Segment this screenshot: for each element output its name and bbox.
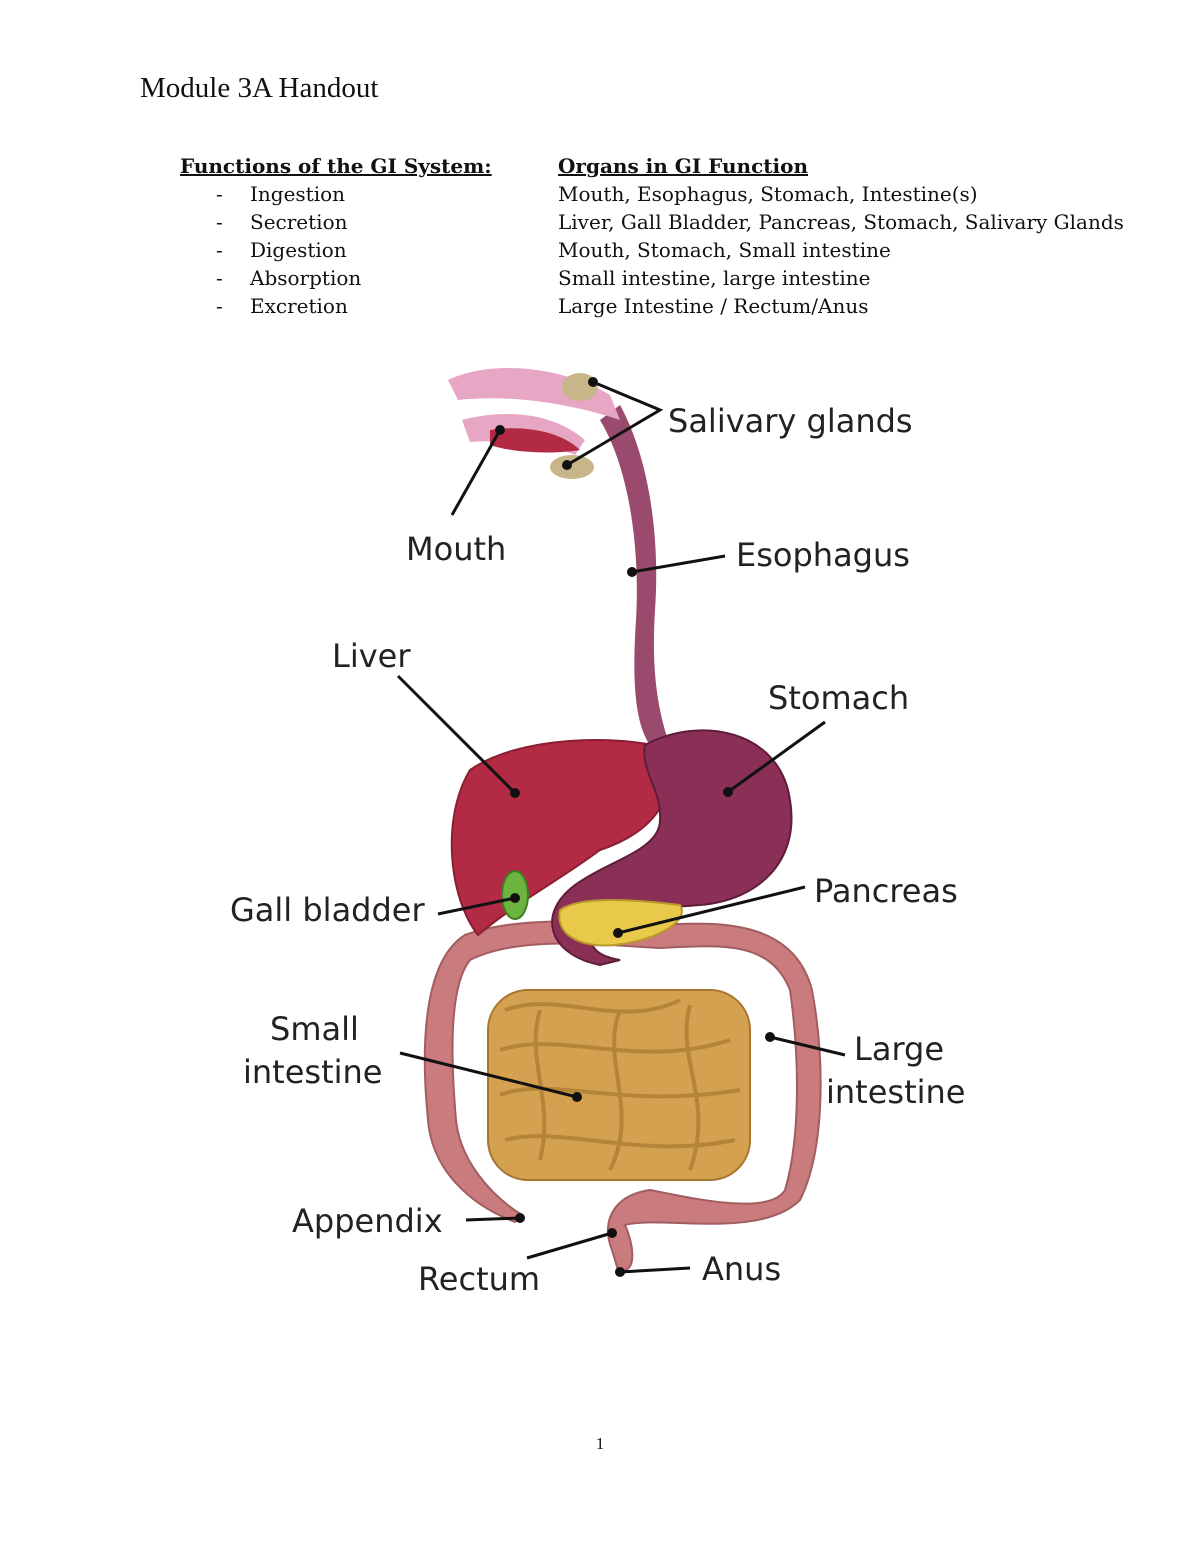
list-item: - Digestion — [180, 236, 520, 264]
label-anus: Anus — [702, 1250, 781, 1288]
bullet-dash: - — [216, 210, 223, 234]
digestive-system-diagram: Salivary glands Mouth Esophagus Liver St… — [230, 368, 965, 1298]
label-appendix: Appendix — [292, 1202, 443, 1240]
organs-heading: Organs in GI Function — [558, 154, 808, 178]
label-small-intestine-line2: intestine — [243, 1053, 382, 1091]
page-title: Module 3A Handout — [140, 72, 379, 104]
organ-row: Liver, Gall Bladder, Pancreas, Stomach, … — [558, 210, 1124, 234]
leader-lines — [396, 377, 846, 1277]
function-label: Absorption — [250, 266, 362, 290]
organs-section: Organs in GI Function Mouth, Esophagus, … — [558, 152, 1138, 320]
label-mouth: Mouth — [406, 530, 506, 568]
label-liver: Liver — [332, 637, 411, 675]
bullet-dash: - — [216, 266, 223, 290]
functions-heading: Functions of the GI System: — [180, 154, 492, 178]
bullet-dash: - — [216, 294, 223, 318]
label-small-intestine-line1: Small — [270, 1010, 359, 1048]
function-label: Digestion — [250, 238, 347, 262]
bullet-dash: - — [216, 182, 223, 206]
label-stomach: Stomach — [768, 679, 909, 717]
large-intestine-organ — [423, 920, 822, 1272]
pancreas-organ — [558, 899, 683, 947]
list-item: - Excretion — [180, 292, 520, 320]
list-item: - Absorption — [180, 264, 520, 292]
functions-section: Functions of the GI System: - Ingestion -… — [180, 152, 520, 320]
label-pancreas: Pancreas — [814, 872, 958, 910]
label-large-intestine-line1: Large — [854, 1030, 944, 1068]
organ-row: Mouth, Stomach, Small intestine — [558, 238, 891, 262]
organ-row: Large Intestine / Rectum/Anus — [558, 294, 869, 318]
function-label: Secretion — [250, 210, 348, 234]
salivary-gland-lower — [550, 455, 594, 479]
label-gall-bladder: Gall bladder — [230, 891, 425, 929]
label-salivary-glands: Salivary glands — [668, 402, 913, 440]
label-large-intestine-line2: intestine — [826, 1073, 965, 1111]
list-item: - Secretion — [180, 208, 520, 236]
label-rectum: Rectum — [418, 1260, 540, 1298]
bullet-dash: - — [216, 238, 223, 262]
label-esophagus: Esophagus — [736, 536, 910, 574]
organ-row: Small intestine, large intestine — [558, 266, 871, 290]
page-number: 1 — [595, 1434, 605, 1453]
list-item: - Ingestion — [180, 180, 520, 208]
function-label: Ingestion — [250, 182, 346, 206]
small-intestine-organ — [487, 989, 751, 1181]
function-label: Excretion — [250, 294, 348, 318]
organ-row: Mouth, Esophagus, Stomach, Intestine(s) — [558, 182, 978, 206]
esophagus-organ — [600, 405, 668, 742]
